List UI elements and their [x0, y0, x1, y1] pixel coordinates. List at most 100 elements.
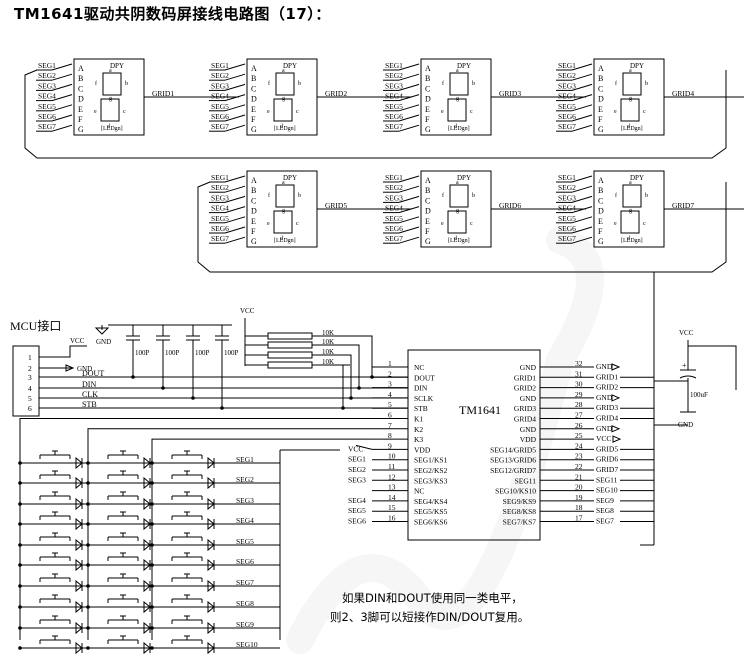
seg-line [224, 185, 246, 193]
seg-line [571, 114, 593, 122]
pin-net-label: GRID2 [596, 383, 618, 392]
segment-letter: C [425, 196, 430, 205]
seg-label: SEG3 [385, 81, 403, 90]
key-diode [207, 476, 215, 490]
segment-letter: A [78, 64, 84, 73]
seg-d: d [627, 236, 630, 242]
grid-label: GRID4 [672, 89, 694, 98]
pin-name: GRID3 [514, 404, 536, 413]
key-seg-label: SEG3 [236, 496, 254, 505]
seg-c: c [643, 109, 646, 115]
segment-letter: A [251, 64, 257, 73]
segment-letter: G [251, 125, 257, 134]
pin-name: SEG1/KS1 [414, 456, 448, 465]
pin-number: 10 [388, 452, 396, 461]
seg-g: g [109, 96, 112, 102]
pin-number: 19 [575, 493, 583, 502]
junction-dot [86, 646, 90, 650]
pin-number: 12 [388, 472, 396, 481]
seg-label: SEG4 [558, 204, 576, 213]
pin-number: 1 [388, 359, 392, 368]
seg-label: SEG2 [211, 183, 229, 192]
seg-label: SEG4 [385, 204, 403, 213]
seg-e: e [614, 109, 617, 115]
key-diode [75, 621, 83, 635]
digit-lower [447, 210, 467, 234]
pin-name: VDD [414, 445, 431, 454]
seg-label: SEG5 [385, 102, 403, 111]
pin-net-label: GRID7 [596, 465, 618, 474]
key-diode [207, 579, 215, 593]
pin-name: NC [414, 487, 424, 496]
junction-dot [18, 522, 22, 526]
res-value: 10K [322, 338, 334, 346]
seg-a: a [456, 180, 459, 186]
pin-number: 23 [575, 452, 583, 461]
seg-d: d [454, 124, 457, 130]
seg-c: c [643, 221, 646, 227]
pin-net-label: GND [596, 362, 613, 371]
cap-value: 100uF [690, 391, 708, 399]
segment-letter: D [425, 207, 431, 216]
segment-letter: B [425, 74, 430, 83]
key-diode [143, 641, 151, 655]
pin-number: 24 [575, 441, 583, 450]
seg-a: a [456, 68, 459, 74]
vcc-label: VCC [70, 337, 85, 345]
seg-line [51, 104, 73, 112]
seg-line [51, 114, 73, 122]
seg-line [224, 104, 246, 112]
segment-letter: A [425, 64, 431, 73]
segment-letter: D [78, 95, 84, 104]
pin-number: 2 [388, 369, 392, 378]
seg-b: b [298, 193, 301, 199]
segment-letter: G [425, 237, 431, 246]
chip-name: TM1641 [459, 403, 501, 417]
digit-upper [449, 184, 469, 208]
segment-letter: B [598, 186, 603, 195]
vcc-label: VCC [679, 329, 694, 337]
segment-letter: A [251, 176, 257, 185]
led-label: [LEDgn] [101, 126, 123, 132]
seg-label: SEG4 [385, 92, 403, 101]
key-diode [75, 538, 83, 552]
segment-letter: E [425, 217, 430, 226]
digit-lower [620, 98, 640, 122]
res-value: 10K [322, 348, 334, 356]
seg-label: SEG1 [211, 61, 229, 70]
junction-dot [150, 626, 154, 630]
junction-dot [18, 605, 22, 609]
pin-net-label: VCC [348, 444, 363, 453]
pin-number: 28 [575, 400, 583, 409]
pin-name: SEG9/KS9 [503, 497, 537, 506]
seg-label: SEG2 [385, 71, 403, 80]
seg-g: g [629, 96, 632, 102]
pin-net-label: GRID1 [596, 372, 618, 381]
grid-label: GRID6 [499, 201, 521, 210]
junction-dot [18, 461, 22, 465]
mcu-pin-number: 2 [28, 364, 32, 373]
seg-label: SEG3 [385, 193, 403, 202]
pin-net-label: SEG2 [348, 465, 366, 474]
key-diode [207, 538, 215, 552]
seg-f: f [615, 80, 617, 87]
led-label: [LEDgn] [621, 126, 643, 132]
seg-f: f [442, 80, 444, 87]
seg-label: SEG7 [385, 234, 403, 243]
seg-b: b [472, 81, 475, 87]
cap-value: 100P [165, 349, 180, 357]
seg-c: c [296, 221, 299, 227]
pin-name: GRID1 [514, 373, 536, 382]
key-seg-label: SEG5 [236, 537, 254, 546]
seg-a: a [282, 180, 285, 186]
pin-name: DIN [414, 384, 428, 393]
junction-dot [150, 543, 154, 547]
segment-letter: C [251, 84, 256, 93]
seg-label: SEG6 [558, 112, 576, 121]
segment-letter: F [598, 115, 603, 124]
seg-line [224, 195, 246, 203]
seg-line [51, 73, 73, 81]
digit-upper [449, 72, 469, 96]
pin-name: VDD [520, 435, 537, 444]
